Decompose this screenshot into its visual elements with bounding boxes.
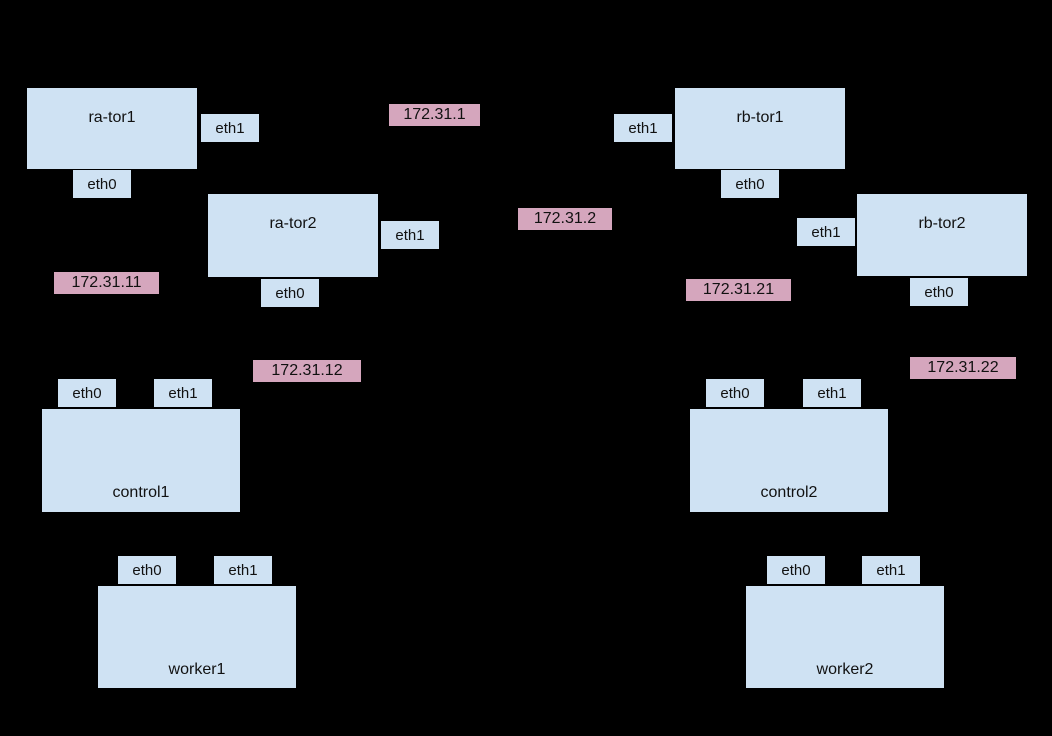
port-ra-tor1-eth0: eth0 bbox=[72, 169, 132, 199]
port-ra-tor1-eth0-label: eth0 bbox=[87, 175, 117, 193]
node-rb-tor2-label: rb-tor2 bbox=[918, 215, 966, 232]
port-control2-eth0-label: eth0 bbox=[720, 384, 750, 402]
subnet-label-172-31-2: 172.31.2 bbox=[518, 208, 612, 230]
port-worker1-eth1-label: eth1 bbox=[228, 561, 258, 579]
port-rb-tor2-eth1-label: eth1 bbox=[811, 223, 841, 241]
port-control2-eth1: eth1 bbox=[802, 378, 862, 408]
node-worker1: worker1 bbox=[97, 585, 297, 689]
port-ra-tor2-eth1-label: eth1 bbox=[395, 226, 425, 244]
node-ra-tor2: ra-tor2 bbox=[207, 193, 379, 278]
port-ra-tor2-eth1: eth1 bbox=[380, 220, 440, 250]
node-worker1-label: worker1 bbox=[168, 661, 226, 678]
node-rb-tor2: rb-tor2 bbox=[856, 193, 1028, 277]
port-ra-tor1-eth1: eth1 bbox=[200, 113, 260, 143]
subnet-label-172-31-2-text: 172.31.2 bbox=[533, 210, 597, 227]
port-worker2-eth0-label: eth0 bbox=[781, 561, 811, 579]
port-control1-eth0-label: eth0 bbox=[72, 384, 102, 402]
port-worker2-eth1: eth1 bbox=[861, 555, 921, 585]
subnet-label-172-31-11: 172.31.11 bbox=[54, 272, 159, 294]
node-control1: control1 bbox=[41, 408, 241, 513]
port-rb-tor2-eth1: eth1 bbox=[796, 217, 856, 247]
node-worker2-label: worker2 bbox=[816, 661, 874, 678]
subnet-label-172-31-21: 172.31.21 bbox=[686, 279, 791, 301]
port-control1-eth1-label: eth1 bbox=[168, 384, 198, 402]
node-ra-tor1: ra-tor1 bbox=[26, 87, 198, 170]
port-worker1-eth0: eth0 bbox=[117, 555, 177, 585]
node-ra-tor1-label: ra-tor1 bbox=[88, 109, 136, 126]
port-rb-tor2-eth0-label: eth0 bbox=[924, 283, 954, 301]
node-rb-tor1: rb-tor1 bbox=[674, 87, 846, 170]
port-rb-tor1-eth1-label: eth1 bbox=[628, 119, 658, 137]
port-control2-eth0: eth0 bbox=[705, 378, 765, 408]
subnet-label-172-31-11-text: 172.31.11 bbox=[71, 274, 142, 291]
port-control1-eth0: eth0 bbox=[57, 378, 117, 408]
port-rb-tor1-eth0-label: eth0 bbox=[735, 175, 765, 193]
port-ra-tor2-eth0: eth0 bbox=[260, 278, 320, 308]
node-control1-label: control1 bbox=[112, 484, 170, 501]
subnet-label-172-31-1-text: 172.31.1 bbox=[403, 106, 466, 123]
port-worker2-eth0: eth0 bbox=[766, 555, 826, 585]
port-rb-tor1-eth0: eth0 bbox=[720, 169, 780, 199]
port-ra-tor2-eth0-label: eth0 bbox=[275, 284, 305, 302]
node-ra-tor2-label: ra-tor2 bbox=[269, 215, 317, 232]
port-control1-eth1: eth1 bbox=[153, 378, 213, 408]
port-worker1-eth1: eth1 bbox=[213, 555, 273, 585]
node-control2: control2 bbox=[689, 408, 889, 513]
node-rb-tor1-label: rb-tor1 bbox=[736, 109, 784, 126]
port-ra-tor1-eth1-label: eth1 bbox=[215, 119, 245, 137]
node-worker2: worker2 bbox=[745, 585, 945, 689]
node-control2-label: control2 bbox=[760, 484, 818, 501]
port-rb-tor1-eth1: eth1 bbox=[613, 113, 673, 143]
port-worker2-eth1-label: eth1 bbox=[876, 561, 906, 579]
subnet-label-172-31-12-text: 172.31.12 bbox=[271, 362, 343, 379]
subnet-label-172-31-22: 172.31.22 bbox=[910, 357, 1016, 379]
port-rb-tor2-eth0: eth0 bbox=[909, 277, 969, 307]
subnet-label-172-31-22-text: 172.31.22 bbox=[927, 359, 999, 376]
port-worker1-eth0-label: eth0 bbox=[132, 561, 162, 579]
subnet-label-172-31-12: 172.31.12 bbox=[253, 360, 361, 382]
subnet-label-172-31-1: 172.31.1 bbox=[389, 104, 480, 126]
subnet-label-172-31-21-text: 172.31.21 bbox=[702, 281, 775, 298]
port-control2-eth1-label: eth1 bbox=[817, 384, 847, 402]
